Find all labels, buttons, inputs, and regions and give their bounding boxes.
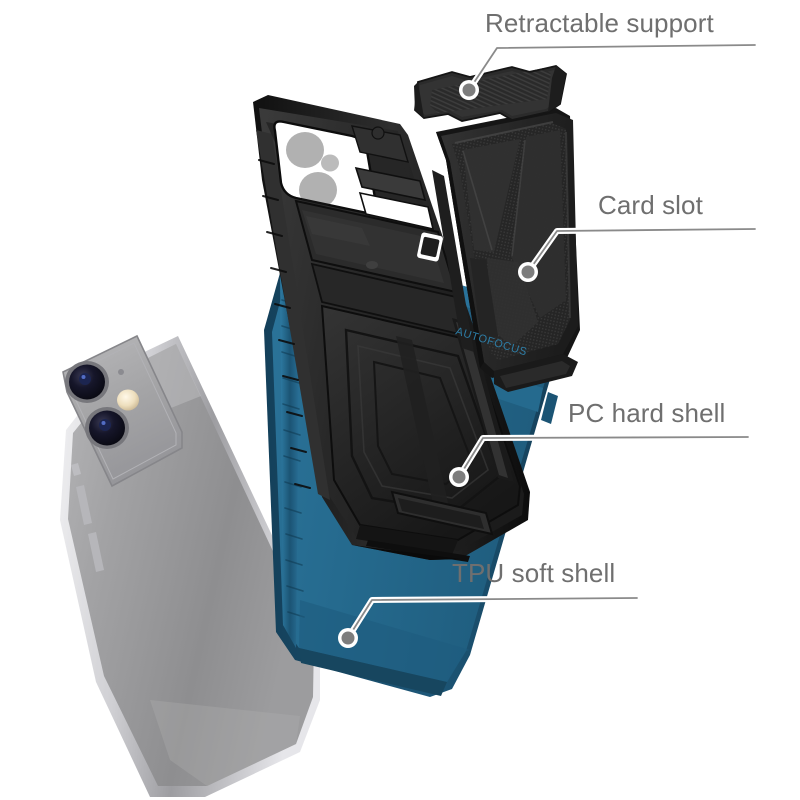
part-retractable-support bbox=[414, 65, 567, 122]
part-pc-hard-shell bbox=[253, 95, 530, 562]
part-card-slot-cover bbox=[432, 108, 580, 392]
callout-label-retractable-support: Retractable support bbox=[485, 8, 714, 38]
part-phone bbox=[60, 334, 320, 797]
callout-leaders bbox=[338, 42, 758, 648]
callout-label-tpu-soft-shell: TPU soft shell bbox=[452, 558, 616, 588]
phone-camera-module bbox=[62, 334, 183, 488]
callout-line-tpu-soft-shell bbox=[338, 595, 640, 648]
callout-label-card-slot: Card slot bbox=[598, 190, 703, 220]
callout-line-retractable-support bbox=[459, 42, 758, 100]
callout-label-pc-hard-shell: PC hard shell bbox=[568, 398, 726, 428]
callout-line-card-slot bbox=[518, 226, 758, 282]
callout-line-pc-hard-shell bbox=[449, 434, 751, 487]
